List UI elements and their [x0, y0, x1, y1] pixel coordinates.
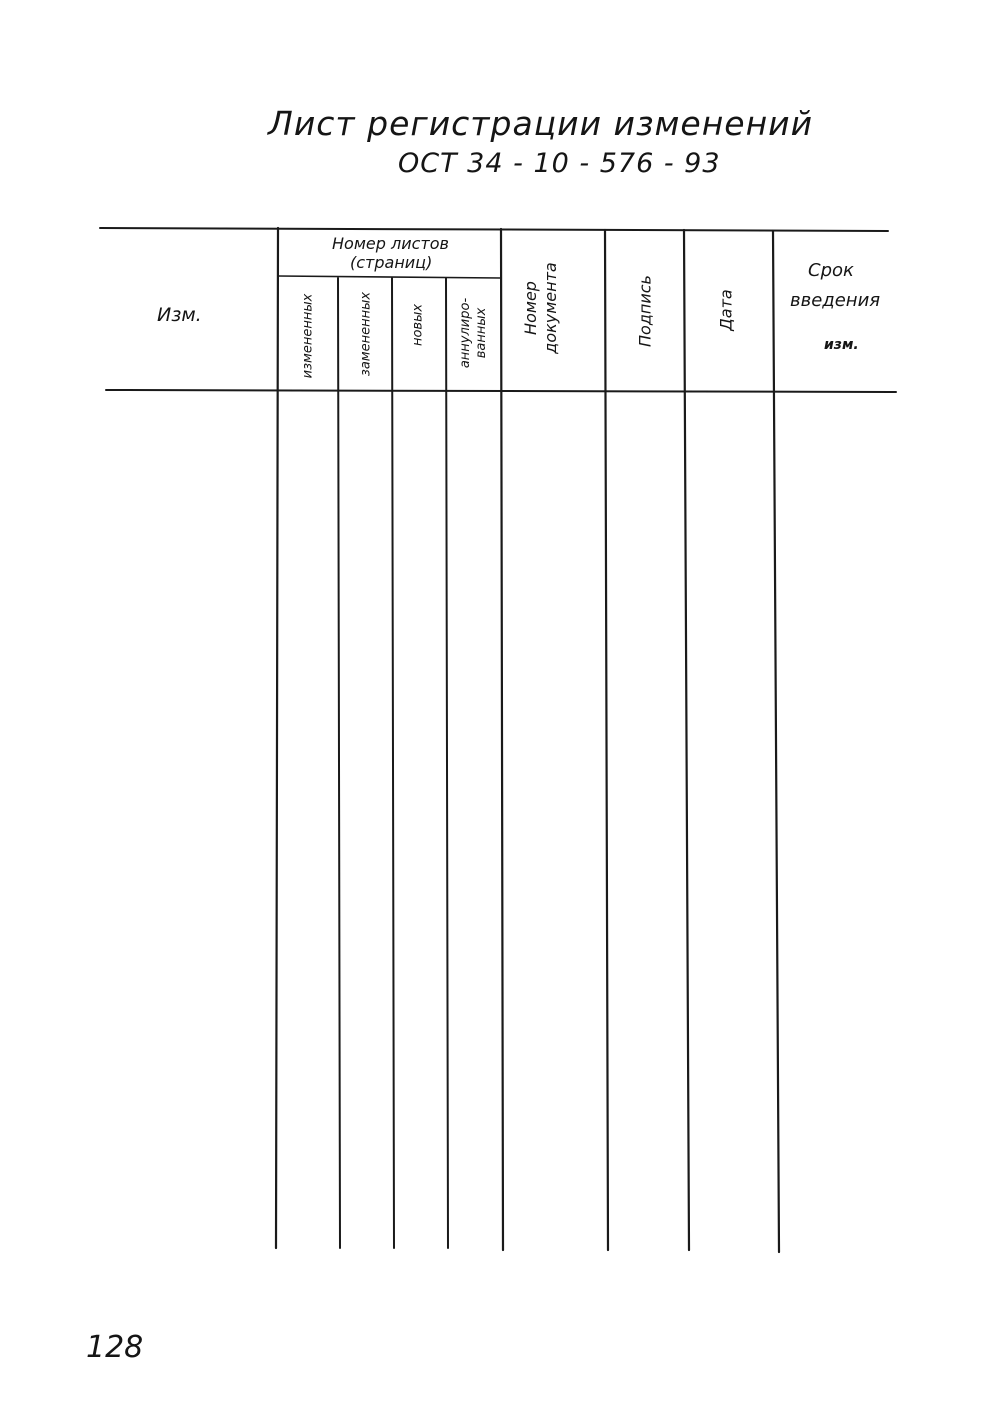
group-header-rule — [277, 275, 502, 279]
header-document-number: Номер документа — [521, 262, 561, 353]
header-annulled-line2: ванных — [474, 307, 489, 359]
header-term-line2: введения — [790, 290, 881, 311]
header-annulled-line1: аннулиро- — [458, 297, 473, 369]
header-new: новых — [410, 303, 426, 347]
header-replaced: замененных — [358, 291, 374, 377]
header-document-number-line2: документа — [541, 262, 560, 354]
column-divider — [391, 277, 395, 1249]
header-changed: измененных — [300, 293, 316, 379]
header-change-number: Изм. — [157, 304, 202, 326]
header-date: Дата — [716, 289, 736, 331]
header-annulled: аннулиро- ванных — [458, 298, 490, 368]
page-number: 128 — [86, 1330, 144, 1365]
header-sheet-numbers-line2: (страниц) — [350, 253, 433, 272]
header-signature: Подпись — [635, 275, 655, 347]
header-sheet-numbers-line1: Номер листов — [332, 234, 449, 253]
column-divider — [499, 227, 505, 1252]
column-divider — [445, 277, 449, 1249]
document-designation: ОСТ 34 - 10 - 576 - 93 — [398, 148, 721, 179]
column-divider — [603, 228, 610, 1252]
header-document-number-line1: Номер — [521, 281, 540, 335]
table-top-rule — [99, 227, 889, 232]
header-term-line1: Срок — [808, 260, 854, 281]
column-divider — [337, 277, 341, 1249]
column-divider — [682, 228, 691, 1252]
page-title: Лист регистрации изменений — [268, 104, 814, 143]
header-term-line3: изм. — [824, 337, 859, 353]
column-divider — [771, 229, 781, 1254]
column-divider — [274, 226, 280, 1250]
